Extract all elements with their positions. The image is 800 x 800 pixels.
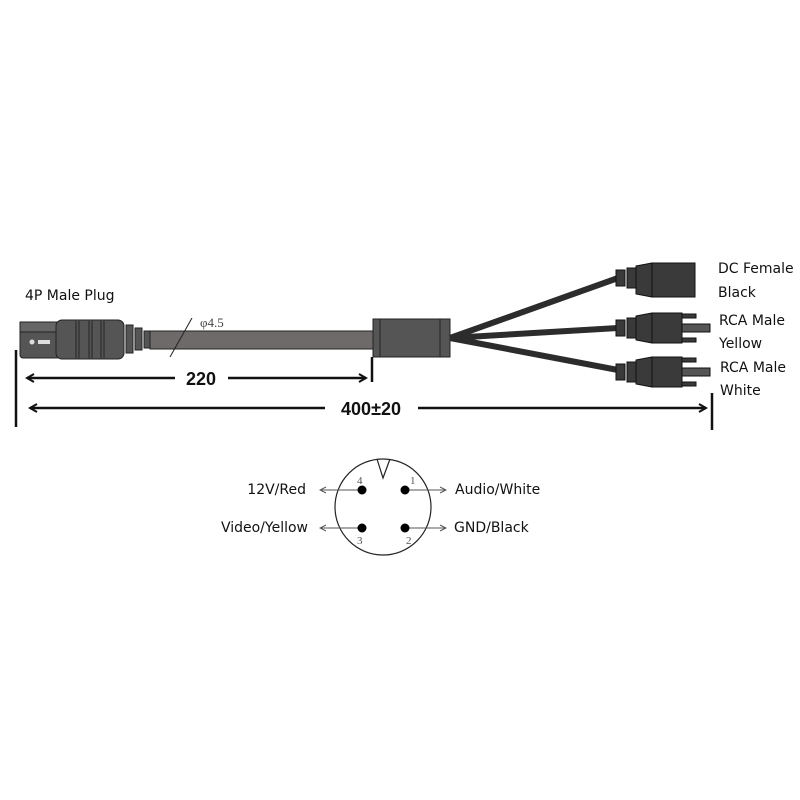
dc-color-label: Black: [718, 285, 757, 301]
pin-3-label: Video/Yellow: [221, 520, 308, 536]
rca1-label: RCA Male: [719, 313, 785, 329]
branch-cables: [448, 275, 620, 373]
pinout-diagram: 1 2 3 4 Audio/White GND/Black Video/Yell…: [221, 458, 540, 556]
pin-4-label: 12V/Red: [247, 482, 306, 498]
dimension-220: 220: [186, 369, 216, 389]
pin-3-number: 3: [357, 535, 363, 547]
rca2-label: RCA Male: [720, 360, 786, 376]
pin-1-label: Audio/White: [455, 482, 540, 498]
pin-1: [400, 485, 410, 495]
pin-2: [400, 523, 410, 533]
splitter-junction: [372, 318, 451, 358]
dimension-total: 400±20: [341, 399, 401, 419]
pin-3: [357, 523, 367, 533]
pin-1-number: 1: [410, 475, 416, 487]
rca1-color-label: Yellow: [718, 336, 762, 352]
rca-white-connector: [615, 356, 711, 388]
dc-female-connector: [615, 262, 696, 298]
dimension-lines: [14, 350, 714, 430]
pin-4-number: 4: [357, 475, 363, 487]
diameter-label: φ4.5: [200, 315, 224, 330]
rca2-color-label: White: [720, 383, 761, 399]
plug-label: 4P Male Plug: [25, 288, 115, 304]
pin-4: [357, 485, 367, 495]
pin-2-label: GND/Black: [454, 520, 530, 536]
pin-2-number: 2: [406, 535, 412, 547]
dc-female-label: DC Female: [718, 261, 794, 277]
diameter-leader: [169, 317, 193, 358]
4p-male-plug: [19, 319, 151, 360]
rca-yellow-connector: [615, 312, 711, 344]
